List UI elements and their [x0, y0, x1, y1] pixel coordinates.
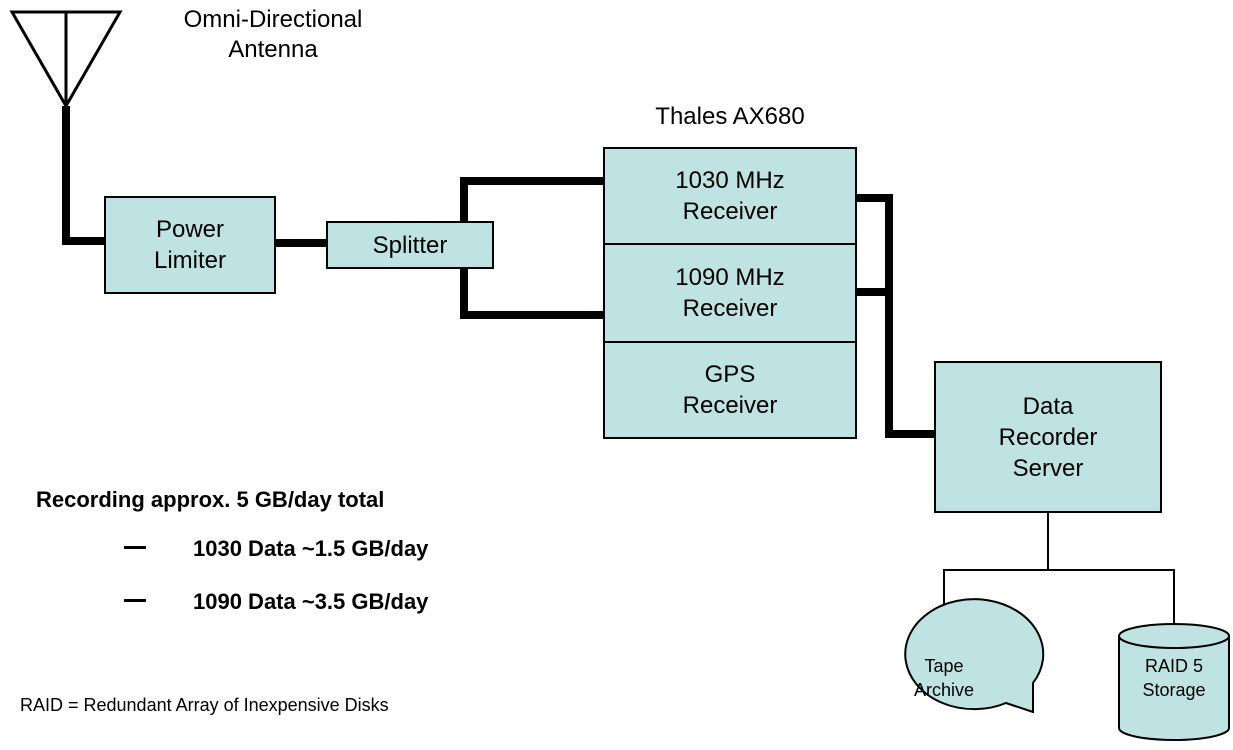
receiver-1090-box: 1090 MHz Receiver [603, 243, 857, 343]
raid-definition-note: RAID = Redundant Array of Inexpensive Di… [20, 695, 389, 715]
gps-receiver-box: GPS Receiver [603, 341, 857, 439]
tape-archive-line2: Archive [913, 680, 975, 700]
receiver-1090-line2: Receiver [682, 295, 778, 322]
raid-storage-label: RAID 5 Storage [1124, 654, 1224, 702]
data-recorder-line1: Data [1022, 392, 1074, 420]
cable-receivers-to-recorder [857, 194, 934, 438]
raid-storage-line1: RAID 5 [1144, 656, 1204, 676]
antenna-label-line2: Antenna [228, 36, 318, 63]
power-limiter-line2: Limiter [153, 247, 226, 274]
bullet-1090-note: 1090 Data ~3.5 GB/day [193, 589, 429, 614]
splitter-label: Splitter [372, 231, 448, 259]
tape-archive-label: Tape Archive [894, 654, 994, 702]
recording-total-note: Recording approx. 5 GB/day total [36, 487, 385, 512]
receiver-1090-line1: 1090 MHz [675, 264, 785, 291]
antenna-icon [9, 10, 123, 110]
gps-receiver-line2: Receiver [682, 392, 778, 419]
signal-cables [62, 106, 934, 438]
power-limiter-line1: Power [155, 216, 224, 243]
antenna-label: Omni-Directional Antenna [158, 5, 388, 65]
receiver-1030-line1: 1030 MHz [675, 167, 785, 194]
bullet-dash-icon [124, 546, 146, 549]
cable-splitter-to-1090 [460, 268, 603, 319]
raid-cylinder-icon [1118, 623, 1230, 741]
tape-archive-line1: Tape [924, 656, 964, 676]
data-recorder-box: Data Recorder Server [934, 361, 1162, 513]
power-limiter-box: Power Limiter [104, 196, 276, 294]
bullet-1030-note: 1030 Data ~1.5 GB/day [193, 536, 429, 561]
data-recorder-line3: Server [1012, 454, 1084, 482]
raid-storage-line2: Storage [1142, 680, 1206, 700]
receiver-1030-box: 1030 MHz Receiver [603, 147, 857, 245]
bullet-dash-icon [124, 599, 146, 602]
antenna-label-line1: Omni-Directional [183, 6, 363, 33]
receiver-1030-line2: Receiver [682, 198, 778, 225]
receiver-unit-title: Thales AX680 [655, 103, 805, 130]
gps-receiver-line1: GPS [704, 361, 756, 388]
cable-antenna-to-limiter [62, 106, 104, 245]
cable-splitter-to-1030 [460, 177, 603, 221]
data-recorder-line2: Recorder [998, 423, 1098, 451]
splitter-box: Splitter [326, 221, 494, 269]
tape-archive-shape [904, 598, 1045, 714]
